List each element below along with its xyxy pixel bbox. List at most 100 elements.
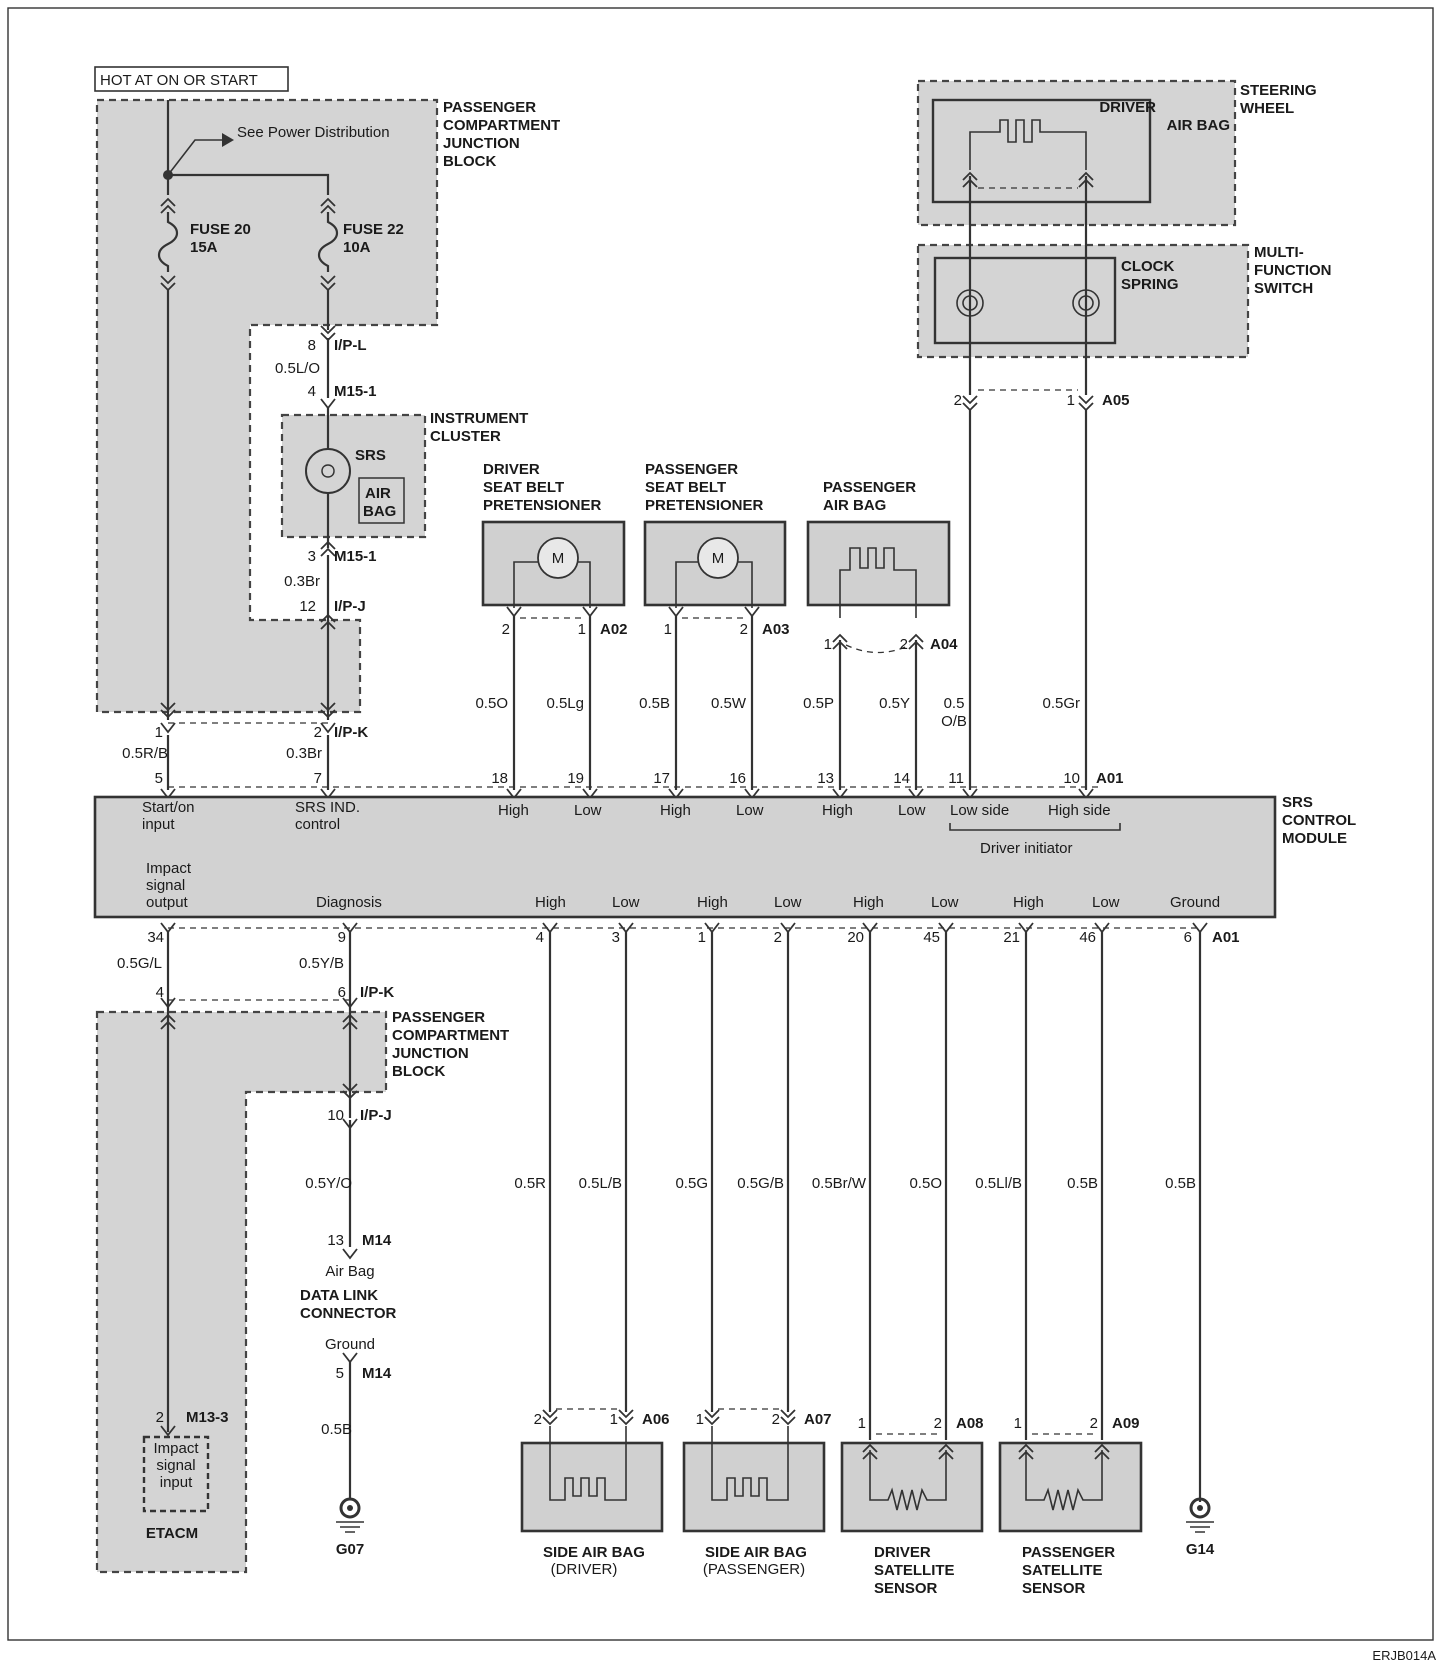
airbag-indicator-label: AIR: [365, 485, 391, 502]
connector-label: A04: [930, 636, 958, 653]
pin-number: 13: [817, 770, 834, 787]
driver-pretensioner-label: SEAT BELT: [483, 479, 564, 496]
driver-initiator-bracket: [949, 823, 1121, 831]
wire-color-label: 0.5Y/B: [299, 955, 344, 972]
side-airbag-driver-box: [520, 1441, 664, 1533]
hot-at-label: HOT AT ON OR START: [100, 72, 258, 89]
data-link-connector-label: DATA LINK: [300, 1287, 378, 1304]
side-airbag-passenger-label: (PASSENGER): [703, 1561, 805, 1578]
connector-label: I/P-J: [360, 1107, 392, 1124]
pin-number: 9: [338, 929, 346, 946]
passenger-pretensioner-box: [643, 520, 787, 607]
connector-label: A08: [956, 1415, 984, 1432]
terminal-label: Diagnosis: [316, 894, 382, 911]
driver-satellite-sensor-label: SENSOR: [874, 1580, 938, 1597]
airbag-indicator-box: [358, 477, 405, 524]
pin-number: 6: [1184, 929, 1192, 946]
passenger-pretensioner-label: SEAT BELT: [645, 479, 726, 496]
wire-color-label: 0.5W: [711, 695, 747, 712]
steering-wheel-label: WHEEL: [1240, 100, 1294, 117]
pin-number: 11: [948, 770, 964, 787]
srs-control-module-label: CONTROL: [1282, 812, 1356, 829]
driver-pretensioner-label: PRETENSIONER: [483, 497, 602, 514]
fuse-22-symbol: [317, 212, 339, 272]
side-airbag-passenger-box: [682, 1441, 826, 1533]
pcjb-top-label: COMPARTMENT: [443, 117, 560, 134]
connector-label: A05: [1102, 392, 1130, 409]
pin-number: 45: [923, 929, 940, 946]
pin-number: 4: [156, 984, 164, 1001]
see-power-distribution-text: See Power Distribution: [237, 124, 390, 141]
connector-vee-icon: [668, 606, 684, 617]
ground-g07-icon: [339, 1497, 361, 1519]
terminal-label: output: [146, 894, 189, 911]
connector-label: A03: [762, 621, 790, 638]
pin-number: 20: [847, 929, 864, 946]
pin-number: 1: [1067, 392, 1075, 409]
terminal-label: Impact: [146, 860, 192, 877]
driver-satellite-sensor-label: SATELLITE: [874, 1562, 955, 1579]
wire-color-label: 0.5Ll/B: [975, 1175, 1022, 1192]
steering-wheel-label: STEERING: [1240, 82, 1317, 99]
wire-color-label: 0.5R: [514, 1175, 546, 1192]
multi-function-switch-label: SWITCH: [1254, 280, 1313, 297]
wire-color-label: 0.5L/O: [275, 360, 320, 377]
pin-number: 1: [155, 724, 163, 741]
instrument-cluster-label: INSTRUMENT: [430, 410, 528, 427]
connector-chevron-icon: [962, 395, 978, 411]
multi-function-switch-label: MULTI-: [1254, 244, 1304, 261]
ground-label: G07: [336, 1541, 364, 1558]
airbag-squib-icon: [711, 1426, 789, 1501]
pin-number: 5: [155, 770, 163, 787]
connector-label: I/P-K: [334, 724, 368, 741]
terminal-label: Ground: [1170, 894, 1220, 911]
driver-satellite-sensor-box: [840, 1441, 984, 1533]
pcjb-top-label: PASSENGER: [443, 99, 536, 116]
wire-color-label: 0.5B: [639, 695, 670, 712]
motor-label: M: [552, 550, 565, 567]
pin-number: 19: [567, 770, 584, 787]
power-distribution-arrow-line: [167, 139, 222, 176]
airbag-squib-icon: [549, 1426, 627, 1501]
side-airbag-passenger-label: SIDE AIR BAG: [705, 1544, 807, 1561]
motor-icon: [697, 537, 739, 579]
fuse22-feed-wire: [168, 173, 330, 195]
data-link-connector-label: CONNECTOR: [300, 1305, 397, 1322]
pin-number: 12: [299, 598, 316, 615]
pin-number: 2: [934, 1415, 942, 1432]
connector-label: A01: [1212, 929, 1240, 946]
terminal-label: control: [295, 816, 340, 833]
connector-label: M13-3: [186, 1409, 229, 1426]
wire-color-label: 0.5O: [475, 695, 508, 712]
pin-number: 3: [612, 929, 620, 946]
connector-label: A06: [642, 1411, 670, 1428]
pin-number: 2: [156, 1409, 164, 1426]
etacm-label: ETACM: [146, 1525, 198, 1542]
figure-code: ERJB014A: [1372, 1648, 1436, 1663]
steering-wheel-zone: [916, 79, 1237, 227]
pin-number: 2: [954, 392, 962, 409]
passenger-airbag-label: PASSENGER: [823, 479, 916, 496]
instrument-cluster-label: CLUSTER: [430, 428, 501, 445]
pin-number: 17: [653, 770, 670, 787]
fuse-20-label: FUSE 20: [190, 221, 251, 238]
wire-color-label: 0.5G/L: [117, 955, 162, 972]
terminal-label: Start/on: [142, 799, 195, 816]
pretensioner-wiring: [513, 561, 591, 608]
passenger-pretensioner-label: PRETENSIONER: [645, 497, 764, 514]
ground-g07-icon: [347, 1505, 353, 1511]
pin-number: 2: [774, 929, 782, 946]
terminal-label: Low: [736, 802, 764, 819]
connector-label: A07: [804, 1411, 832, 1428]
wire-color-label: 0.5Y/O: [305, 1175, 352, 1192]
terminal-label: Low: [1092, 894, 1120, 911]
page-frame: [7, 7, 1434, 1641]
pcjb-bottom-label: JUNCTION: [392, 1045, 469, 1062]
pin-number: 1: [824, 636, 832, 653]
pin-number: 2: [314, 724, 322, 741]
dlc-terminal-label: Ground: [325, 1336, 375, 1353]
passenger-pretensioner-label: PASSENGER: [645, 461, 738, 478]
ground-g14-icon: [1197, 1505, 1203, 1511]
pin-number: 21: [1003, 929, 1020, 946]
wire-color-label: 0.5G: [675, 1175, 708, 1192]
